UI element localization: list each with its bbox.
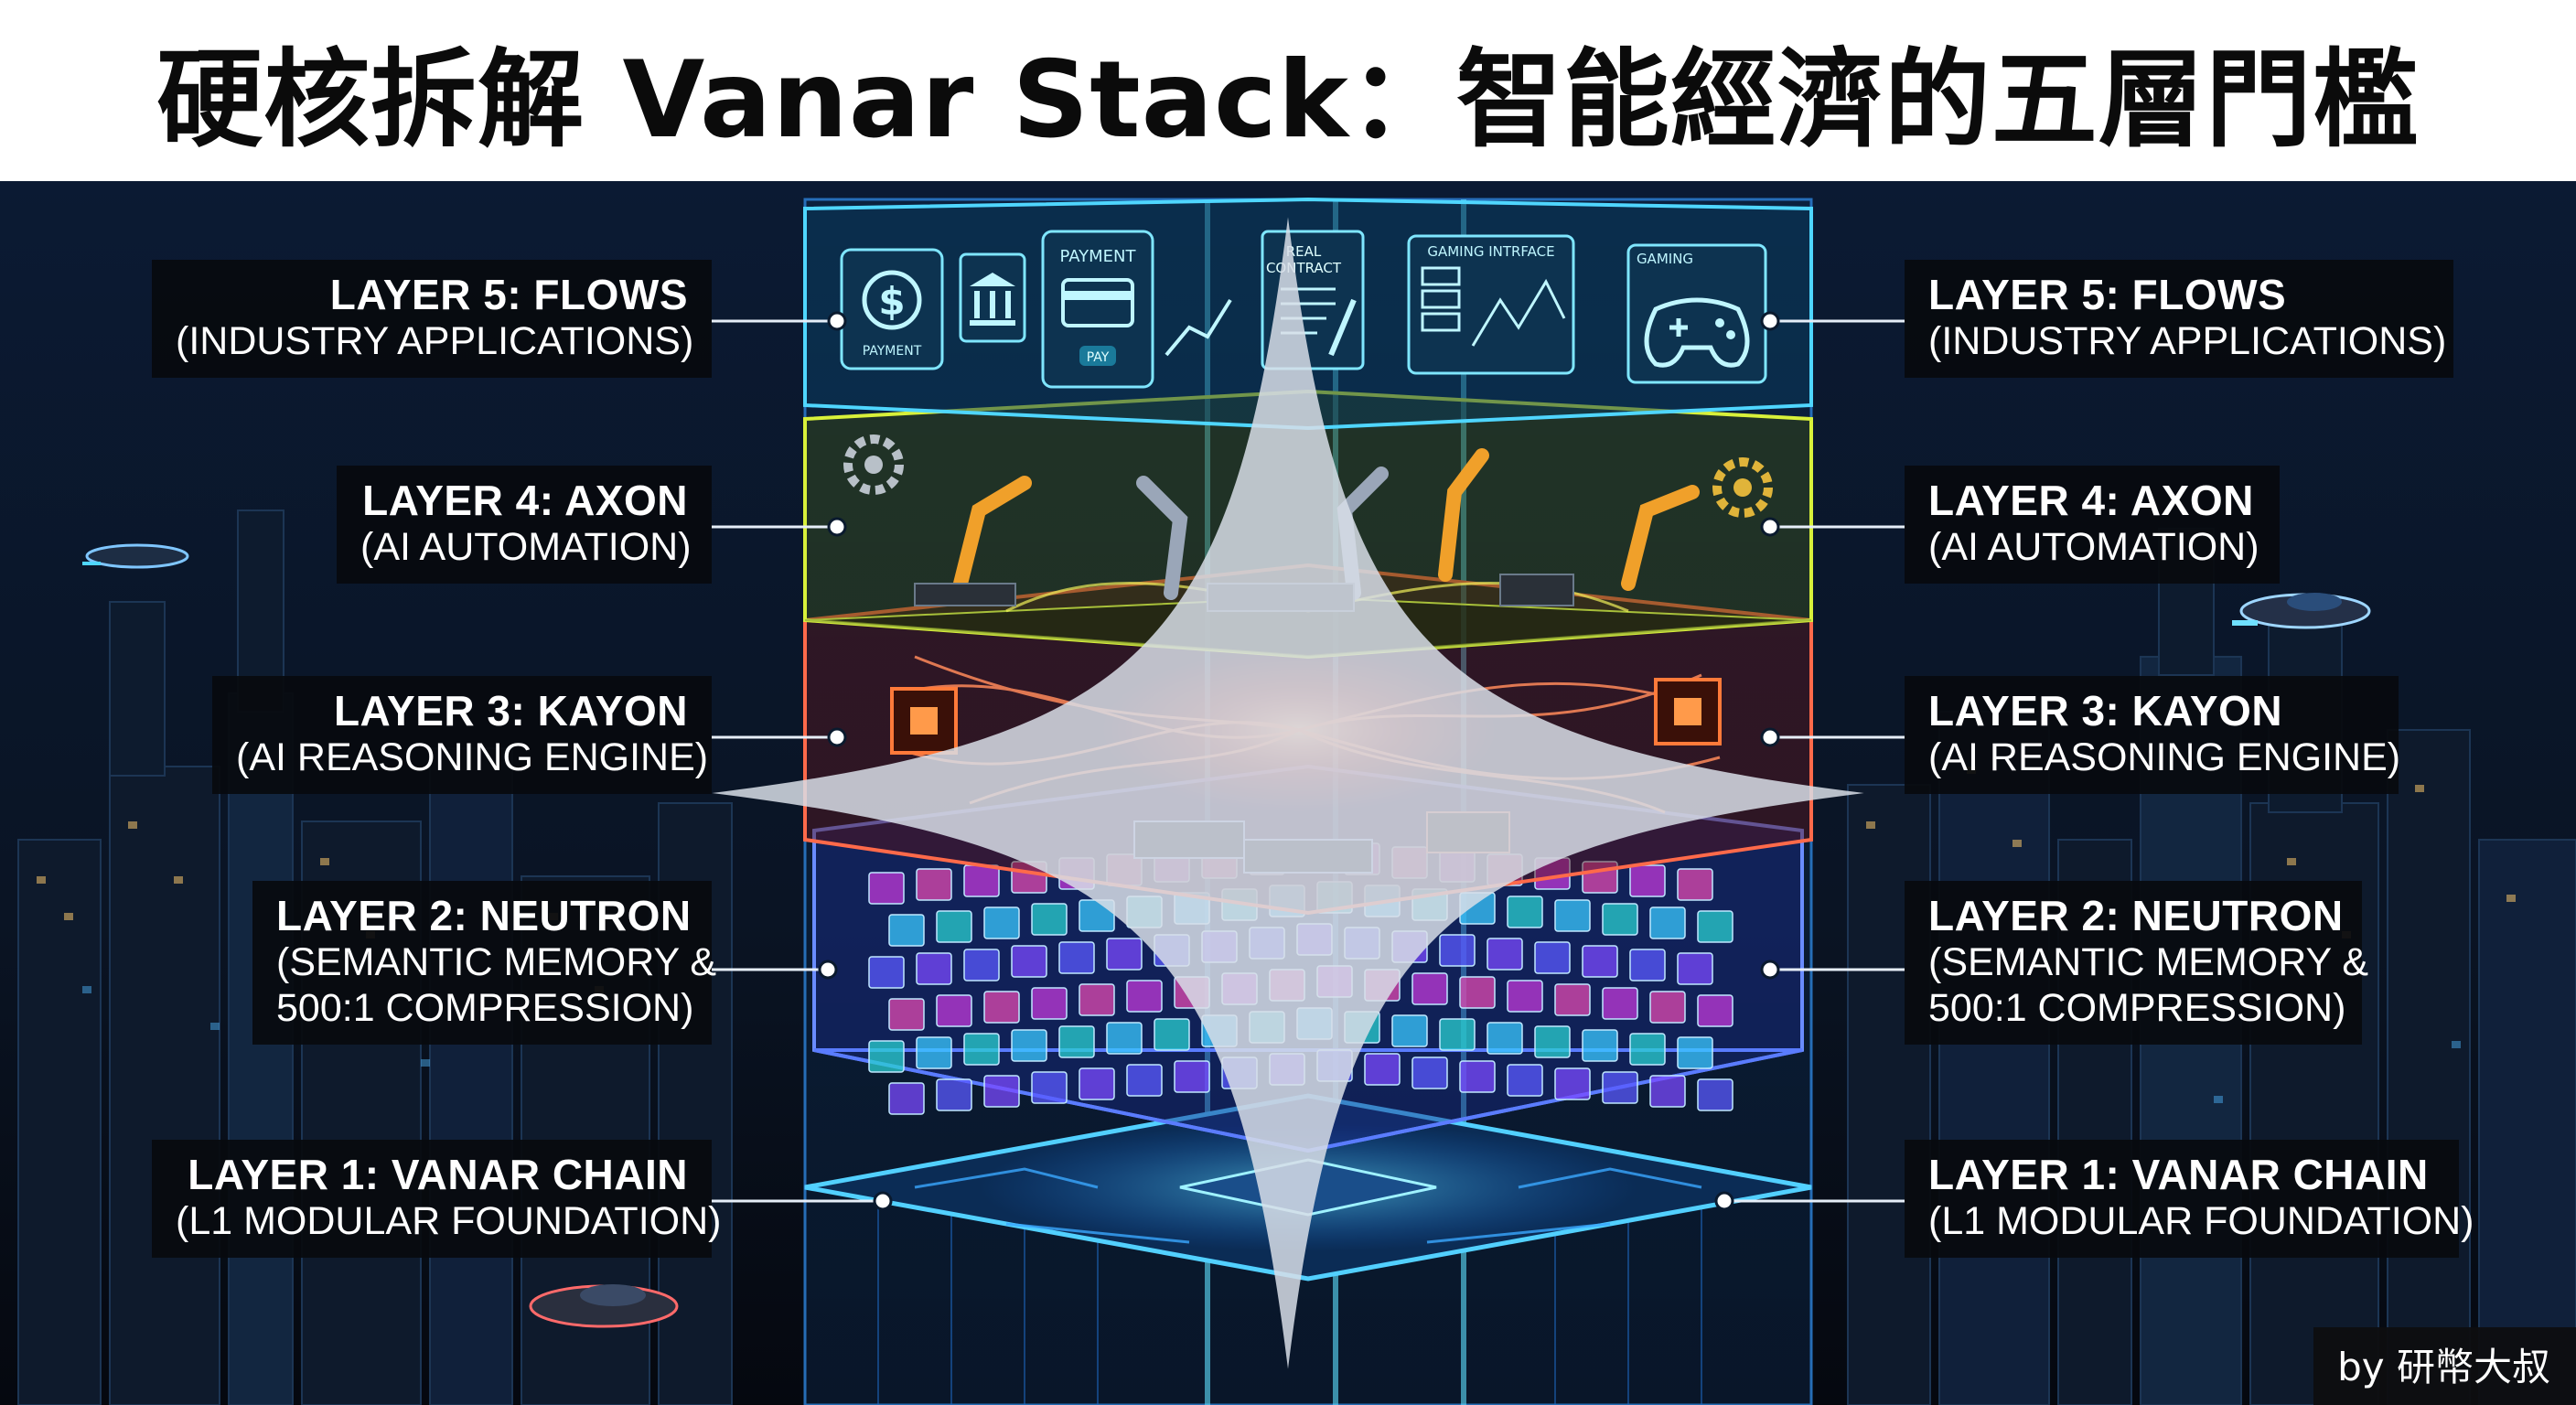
stack-illustration: $ PAYMENT PAYMENT PAY REAL CONTRACT GAMI… [0,181,2576,1405]
author-credit: by 研幣大叔 [2313,1327,2576,1405]
page-title: 硬核拆解 Vanar Stack：智能經濟的五層門檻 [156,14,2420,167]
title-bar: 硬核拆解 Vanar Stack：智能經濟的五層門檻 [0,0,2576,181]
sparkle-icon [0,181,2576,1405]
